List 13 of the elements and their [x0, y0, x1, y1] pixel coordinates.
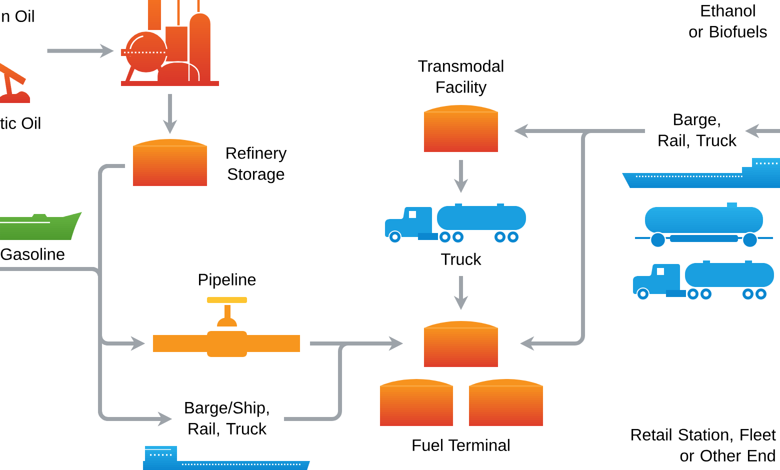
node-label: Gasoline — [0, 248, 64, 260]
node-label: tic Oil — [0, 116, 40, 130]
node-label: Pipeline — [199, 273, 256, 289]
node-label: Ethanol or Biofuels — [689, 4, 767, 38]
node-label: n Oil — [2, 10, 34, 22]
node-label: Fuel Terminal — [412, 438, 510, 452]
node-label: Transmodal Facility — [418, 60, 504, 96]
node-label: Truck — [441, 252, 482, 266]
node-label: Barge/Ship, Rail, Truck — [185, 401, 269, 437]
node-label: Refinery Storage — [226, 146, 287, 184]
node-label: Retail Station, Fleet or Other End — [632, 428, 776, 462]
refinery-icon — [121, 0, 219, 86]
node-label: Barge, Rail, Truck — [658, 114, 737, 148]
